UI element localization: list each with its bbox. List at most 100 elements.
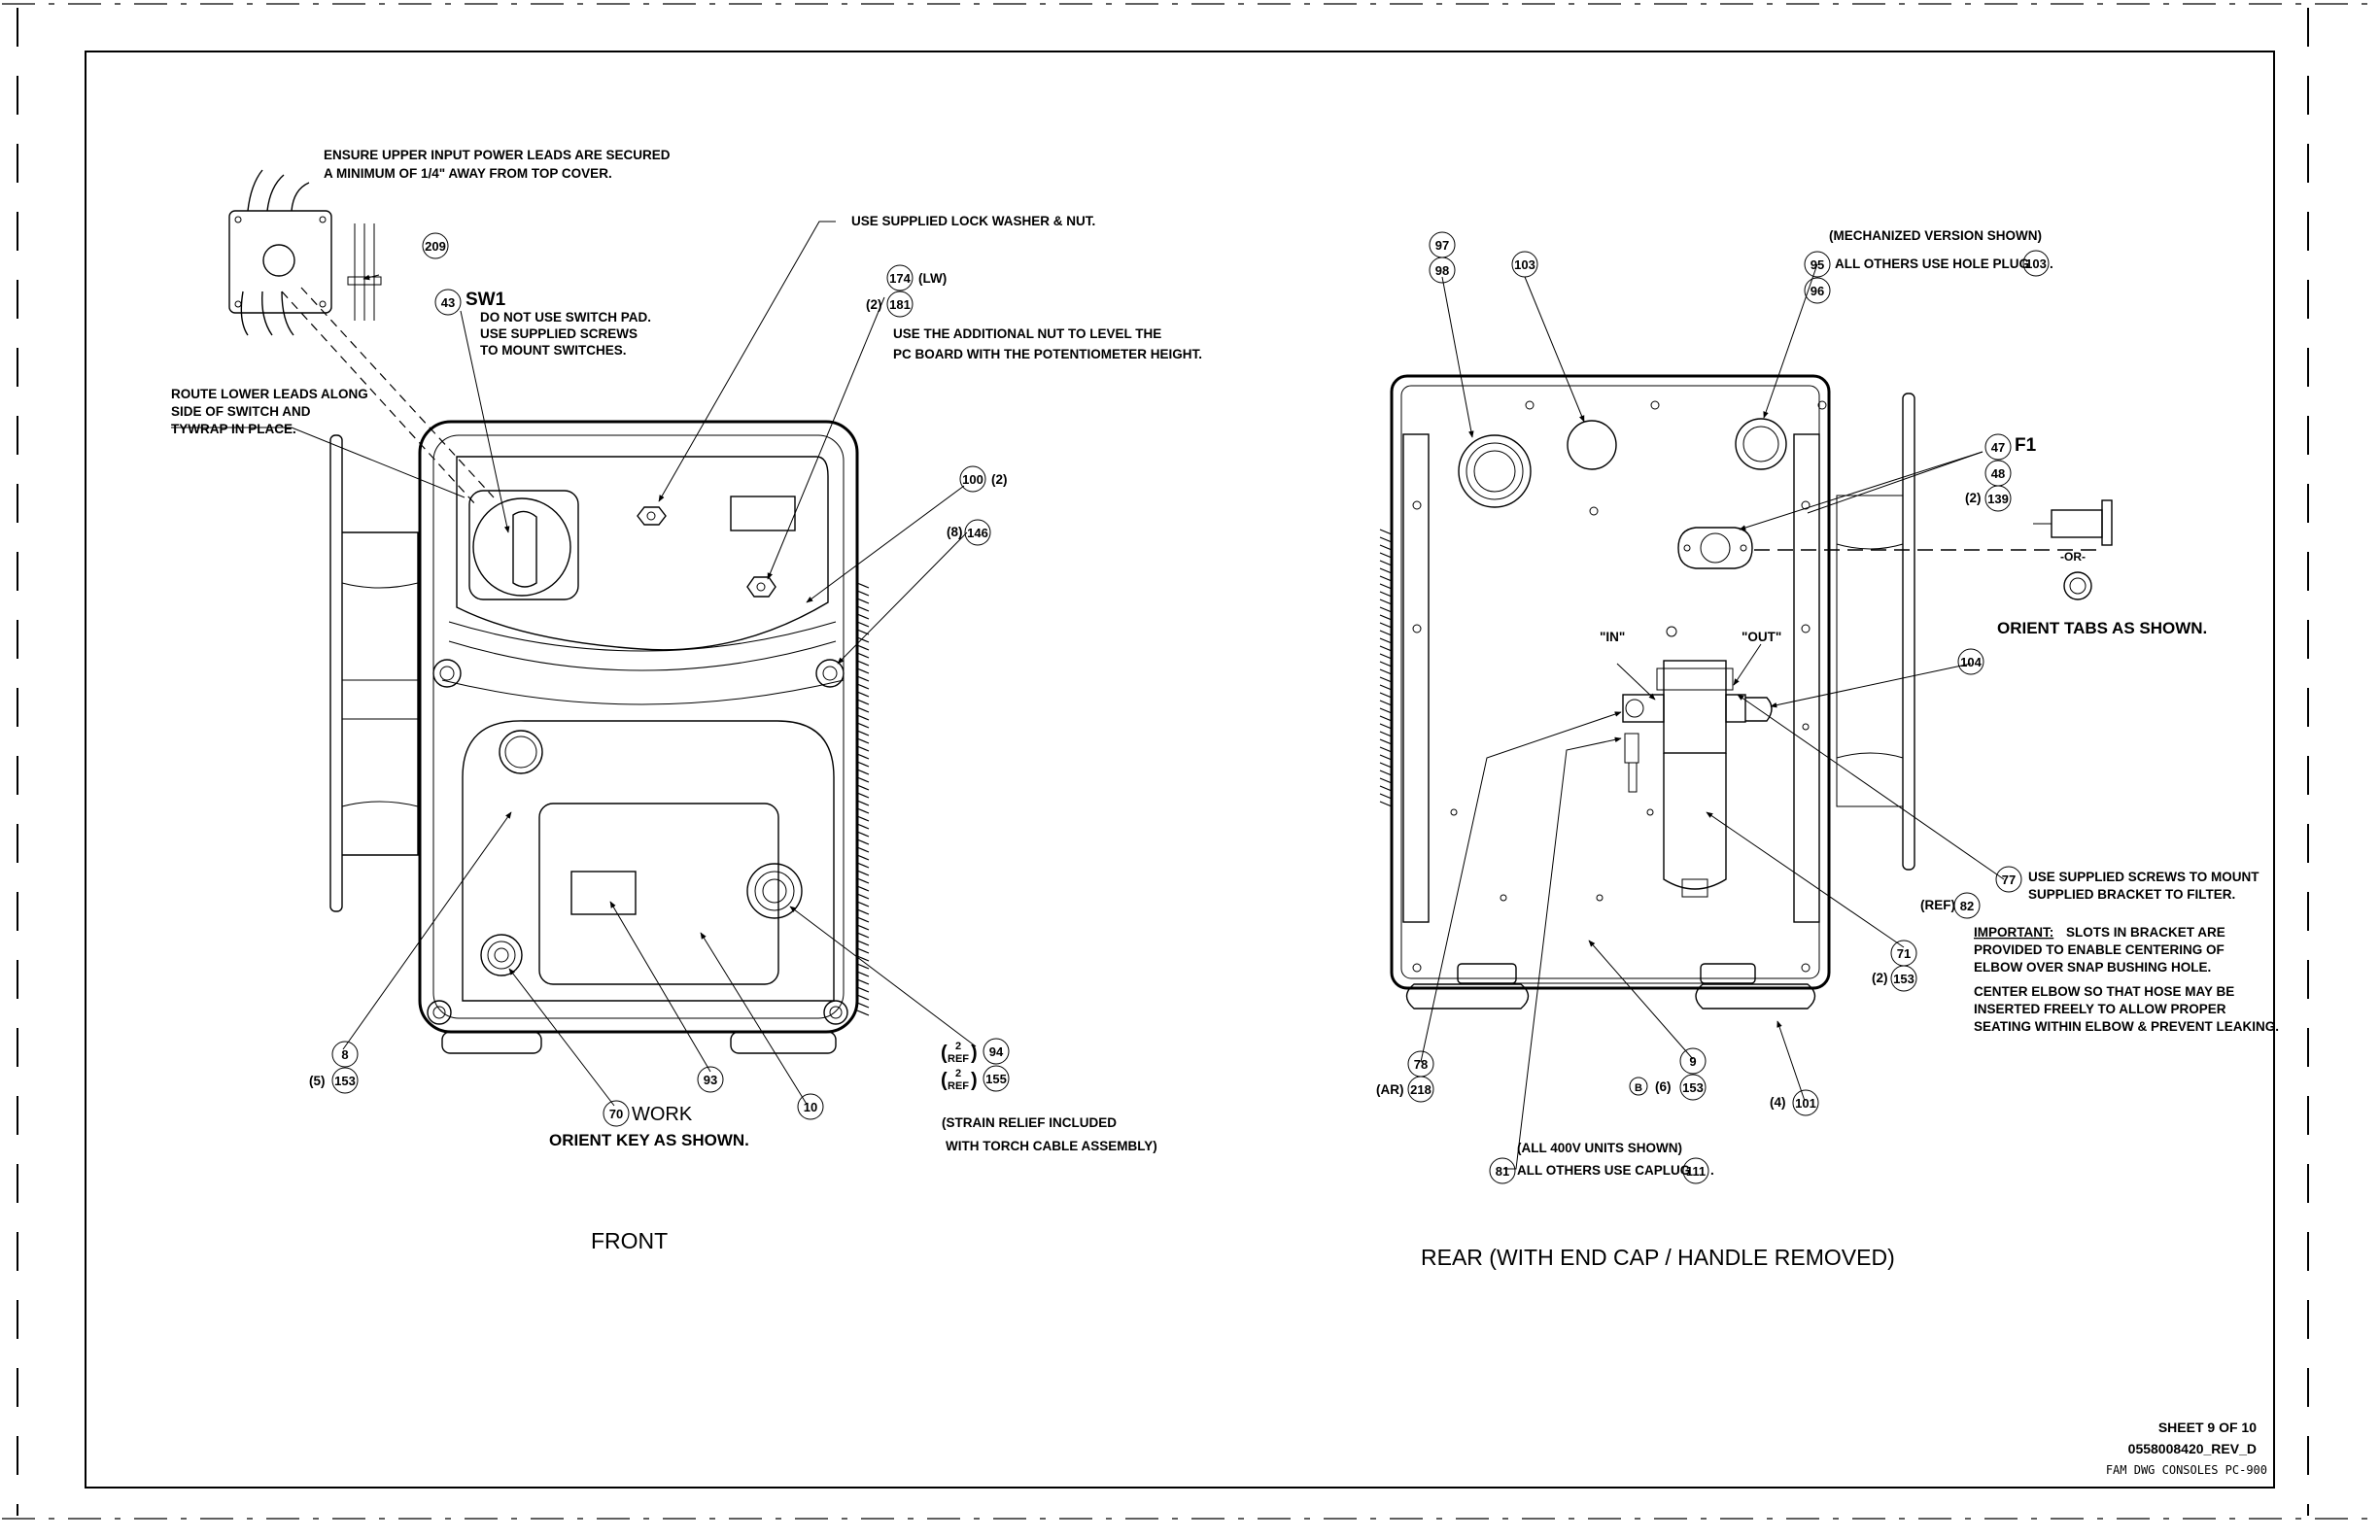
svg-text:139: 139 [1987,492,2009,506]
svg-text:96: 96 [1811,284,1824,298]
label-qty-100: (2) [991,472,1008,487]
svg-text:48: 48 [1991,466,2005,481]
caption-rear: REAR (WITH END CAP / HANDLE REMOVED) [1421,1245,1895,1270]
front-label-plate [538,803,779,985]
hole-plug [1567,420,1617,470]
rear-small-holes [1412,400,1827,973]
svg-text:209: 209 [425,239,446,254]
balloon-43: 43 [434,289,462,316]
corner-screws [427,659,848,1025]
svg-text:9: 9 [1689,1054,1696,1069]
note-orient-tabs: ORIENT TABS AS SHOWN. [1997,619,2207,637]
balloon-153-b: 153 [1679,1074,1707,1101]
label-important: IMPORTANT: [1974,925,2053,940]
label-lw: (LW) [918,271,947,286]
svg-text:94: 94 [989,1044,1004,1059]
note-hole-plug: ALL OTHERS USE HOLE PLUG [1835,257,2029,271]
label-qty-153-filter: (2) [1872,971,1888,985]
drawing-description: FAM DWG CONSOLES PC-900 [2106,1463,2267,1477]
front-heatsink-fins [856,582,870,1016]
fuse-detail [2033,499,2113,600]
title-block: SHEET 9 OF 10 0558008420_REV_D FAM DWG C… [2106,1420,2267,1477]
svg-text:43: 43 [441,295,455,310]
note-lower-leads-1: ROUTE LOWER LEADS ALONG [171,387,368,401]
balloon-104: 104 [1957,648,1984,675]
front-view [228,169,870,1054]
sheet-number: SHEET 9 OF 10 [2158,1420,2257,1435]
front-lower-panel [462,720,835,1002]
balloon-101: 101 [1792,1089,1819,1116]
svg-text:95: 95 [1811,257,1824,272]
svg-text:104: 104 [1960,655,1982,669]
note-hole-plug-period: . [2050,257,2053,271]
svg-text:101: 101 [1795,1096,1816,1111]
note-additional-nut-2: PC BOARD WITH THE POTENTIOMETER HEIGHT. [893,347,1202,361]
front-display-window [730,496,796,531]
svg-text:77: 77 [2002,873,2016,887]
balloon-93: 93 [697,1066,724,1093]
note-lock-washer: USE SUPPLIED LOCK WASHER & NUT. [851,214,1095,228]
balloon-98: 98 [1429,257,1456,284]
note-orient-key: ORIENT KEY AS SHOWN. [549,1131,749,1149]
label-qty-146: (8) [947,525,963,539]
note-sw1-1: DO NOT USE SWITCH PAD. [480,310,651,325]
front-notes: ENSURE UPPER INPUT POWER LEADS ARE SECUR… [171,148,1202,1253]
front-side-handle [329,434,419,912]
svg-text:47: 47 [1991,440,2005,455]
rear-left-rail [1402,433,1430,923]
svg-text:): ) [971,1070,978,1091]
svg-text:181: 181 [889,297,911,312]
rear-notes: (MECHANIZED VERSION SHOWN) ALL OTHERS US… [1376,228,2279,1270]
front-enclosure [418,420,859,1034]
note-center-1: CENTER ELBOW SO THAT HOSE MAY BE [1974,984,2234,999]
note-400v-1: (ALL 400V UNITS SHOWN) [1517,1141,1682,1155]
svg-text:103: 103 [2025,257,2047,271]
balloon-209: 209 [422,232,449,259]
lock-nut [637,506,667,526]
note-additional-nut-1: USE THE ADDITIONAL NUT TO LEVEL THE [893,326,1161,341]
svg-text:78: 78 [1414,1057,1428,1072]
terminal-block-detail [228,169,495,506]
rear-feet [1405,963,1816,1010]
balloon-48: 48 [1984,460,2012,487]
ref-94: ( 2 REF ) [941,1041,978,1065]
svg-text:153: 153 [334,1074,356,1088]
balloon-100: 100 [959,465,986,493]
balloon-95: 95 [1804,251,1831,278]
rear-side-handle [1836,393,1915,871]
label-qty-153: (5) [309,1074,326,1088]
caption-front: FRONT [591,1228,668,1253]
balloon-103-ref: 103 [2022,250,2050,277]
svg-text:): ) [971,1043,978,1064]
balloon-81: 81 [1489,1157,1516,1184]
svg-text:100: 100 [962,472,983,487]
svg-text:82: 82 [1960,899,1974,913]
document-number: 0558008420_REV_D [2128,1441,2257,1456]
balloon-82: 82 [1953,892,1981,919]
svg-text:10: 10 [804,1100,817,1114]
svg-text:97: 97 [1435,238,1449,253]
filter-assembly [1622,660,1773,898]
balloon-153-filter: 153 [1890,965,1917,992]
label-or: -OR- [2060,550,2086,564]
strain-relief-fitting [1458,434,1532,508]
note-lower-leads-2: SIDE OF SWITCH AND [171,404,311,419]
svg-text:146: 146 [967,526,988,540]
note-upper-leads-1: ENSURE UPPER INPUT POWER LEADS ARE SECUR… [324,148,671,162]
work-receptacle [480,934,523,976]
label-out: "OUT" [1742,630,1781,644]
note-mechanized: (MECHANIZED VERSION SHOWN) [1829,228,2042,243]
svg-text:155: 155 [985,1072,1007,1086]
note-important-1: SLOTS IN BRACKET ARE [2066,925,2225,940]
balloon-139: 139 [1984,485,2012,512]
note-sw1-2: USE SUPPLIED SCREWS [480,326,638,341]
svg-text:174: 174 [889,271,911,286]
svg-text:70: 70 [609,1107,623,1121]
svg-text:REF: REF [948,1080,969,1092]
balloon-103: 103 [1511,251,1538,278]
note-important-3: ELBOW OVER SNAP BUSHING HOLE. [1974,960,2211,975]
note-lower-leads-3: TYWRAP IN PLACE. [171,422,296,436]
svg-text:(: ( [941,1043,948,1064]
note-400v-2: ALL OTHERS USE CAPLUG [1517,1163,1690,1178]
